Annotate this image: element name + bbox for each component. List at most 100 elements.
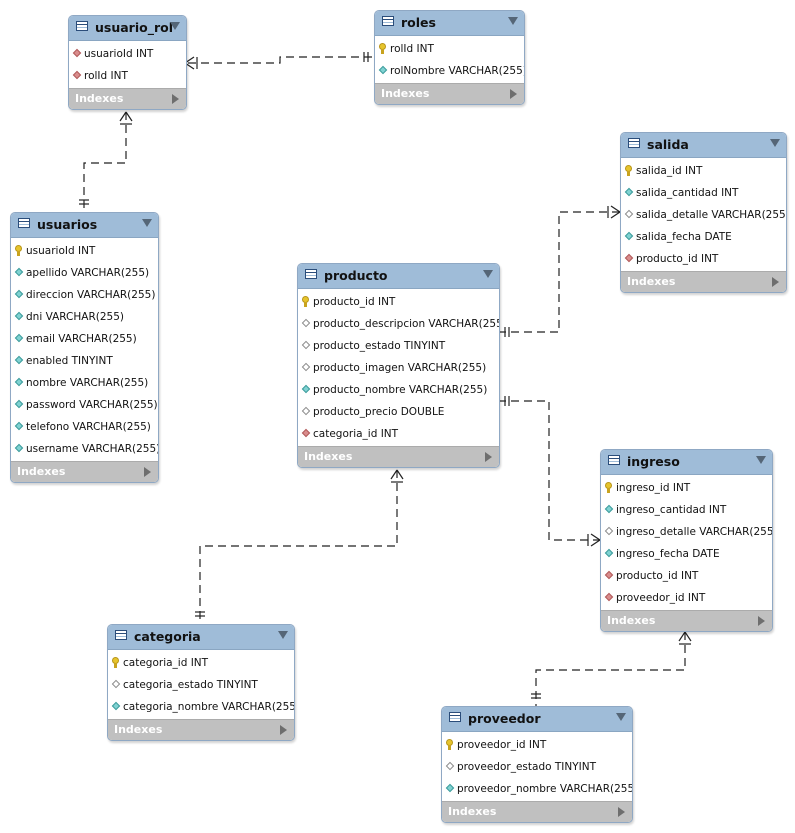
column-row[interactable]: username VARCHAR(255) <box>11 438 158 460</box>
not-null-column-icon <box>14 355 24 365</box>
column-label: salida_detalle VARCHAR(255) <box>636 209 787 221</box>
column-row[interactable]: usuarioId INT <box>69 43 186 65</box>
column-row[interactable]: producto_precio DOUBLE <box>298 401 499 423</box>
expand-arrow-icon[interactable] <box>510 89 517 99</box>
nullable-column-icon <box>604 526 614 536</box>
table-proveedor[interactable]: proveedor proveedor_id INT proveedor_est… <box>441 706 633 823</box>
indexes-footer[interactable]: Indexes <box>621 271 786 292</box>
table-header[interactable]: usuario_rol <box>69 16 186 41</box>
column-row[interactable]: producto_nombre VARCHAR(255) <box>298 379 499 401</box>
table-icon <box>115 630 127 640</box>
foreign-key-icon <box>72 48 82 58</box>
column-row[interactable]: rolNombre VARCHAR(255) <box>375 60 524 82</box>
column-row[interactable]: producto_id INT <box>621 248 786 270</box>
expand-arrow-icon[interactable] <box>772 277 779 287</box>
column-list: usuarioId INT rolId INT <box>69 41 186 88</box>
indexes-footer[interactable]: Indexes <box>442 801 632 822</box>
table-ingreso[interactable]: ingreso ingreso_id INT ingreso_cantidad … <box>600 449 773 632</box>
column-row[interactable]: ingreso_id INT <box>601 477 772 499</box>
table-producto[interactable]: producto producto_id INT producto_descri… <box>297 263 500 468</box>
table-header[interactable]: categoria <box>108 625 294 650</box>
column-row[interactable]: ingreso_fecha DATE <box>601 543 772 565</box>
column-row[interactable]: password VARCHAR(255) <box>11 394 158 416</box>
cardinality-one-usuarios <box>79 199 89 205</box>
column-row[interactable]: apellido VARCHAR(255) <box>11 262 158 284</box>
column-row[interactable]: salida_fecha DATE <box>621 226 786 248</box>
expand-arrow-icon[interactable] <box>280 725 287 735</box>
collapse-arrow-icon[interactable] <box>756 456 766 464</box>
column-row[interactable]: usuarioId INT <box>11 240 158 262</box>
not-null-column-icon <box>445 783 455 793</box>
column-row[interactable]: proveedor_id INT <box>601 587 772 609</box>
indexes-label: Indexes <box>627 275 676 288</box>
table-roles[interactable]: roles rolId INT rolNombre VARCHAR(255) I… <box>374 10 525 105</box>
column-label: salida_cantidad INT <box>636 187 739 199</box>
table-usuarios[interactable]: usuarios usuarioId INT apellido VARCHAR(… <box>10 212 159 483</box>
column-row[interactable]: producto_id INT <box>601 565 772 587</box>
collapse-arrow-icon[interactable] <box>770 139 780 147</box>
column-row[interactable]: dni VARCHAR(255) <box>11 306 158 328</box>
table-salida[interactable]: salida salida_id INT salida_cantidad INT… <box>620 132 787 293</box>
table-header[interactable]: ingreso <box>601 450 772 475</box>
collapse-arrow-icon[interactable] <box>170 22 180 30</box>
column-row[interactable]: email VARCHAR(255) <box>11 328 158 350</box>
column-row[interactable]: telefono VARCHAR(255) <box>11 416 158 438</box>
table-title: producto <box>324 268 388 283</box>
expand-arrow-icon[interactable] <box>758 616 765 626</box>
column-row[interactable]: ingreso_detalle VARCHAR(255) <box>601 521 772 543</box>
column-row[interactable]: salida_detalle VARCHAR(255) <box>621 204 786 226</box>
column-row[interactable]: salida_cantidad INT <box>621 182 786 204</box>
connector-proveedor-ingreso <box>535 632 686 706</box>
indexes-footer[interactable]: Indexes <box>298 446 499 467</box>
column-row[interactable]: producto_estado TINYINT <box>298 335 499 357</box>
expand-arrow-icon[interactable] <box>144 467 151 477</box>
collapse-arrow-icon[interactable] <box>142 219 152 227</box>
indexes-footer[interactable]: Indexes <box>11 461 158 482</box>
primary-key-icon <box>379 43 386 54</box>
table-header[interactable]: usuarios <box>11 213 158 238</box>
not-null-column-icon <box>14 399 24 409</box>
collapse-arrow-icon[interactable] <box>278 631 288 639</box>
column-row[interactable]: rolId INT <box>69 65 186 87</box>
expand-arrow-icon[interactable] <box>485 452 492 462</box>
column-row[interactable]: nombre VARCHAR(255) <box>11 372 158 394</box>
column-row[interactable]: producto_imagen VARCHAR(255) <box>298 357 499 379</box>
column-row[interactable]: categoria_id INT <box>108 652 294 674</box>
not-null-column-icon <box>14 443 24 453</box>
cardinality-many-ingreso-proveedor <box>678 631 692 645</box>
column-row[interactable]: proveedor_nombre VARCHAR(255) <box>442 778 632 800</box>
table-title: proveedor <box>468 711 541 726</box>
column-row[interactable]: producto_id INT <box>298 291 499 313</box>
column-row[interactable]: salida_id INT <box>621 160 786 182</box>
column-row[interactable]: producto_descripcion VARCHAR(255) <box>298 313 499 335</box>
collapse-arrow-icon[interactable] <box>508 17 518 25</box>
column-row[interactable]: categoria_estado TINYINT <box>108 674 294 696</box>
not-null-column-icon <box>301 384 311 394</box>
table-header[interactable]: producto <box>298 264 499 289</box>
collapse-arrow-icon[interactable] <box>616 713 626 721</box>
table-categoria[interactable]: categoria categoria_id INT categoria_est… <box>107 624 295 741</box>
nullable-column-icon <box>301 340 311 350</box>
table-header[interactable]: salida <box>621 133 786 158</box>
column-list: ingreso_id INT ingreso_cantidad INT ingr… <box>601 475 772 610</box>
column-row[interactable]: proveedor_id INT <box>442 734 632 756</box>
column-row[interactable]: categoria_id INT <box>298 423 499 445</box>
collapse-arrow-icon[interactable] <box>483 270 493 278</box>
indexes-footer[interactable]: Indexes <box>69 88 186 109</box>
expand-arrow-icon[interactable] <box>618 807 625 817</box>
column-row[interactable]: direccion VARCHAR(255) <box>11 284 158 306</box>
indexes-footer[interactable]: Indexes <box>108 719 294 740</box>
table-usuario-rol[interactable]: usuario_rol usuarioId INT rolId INT Inde… <box>68 15 187 110</box>
table-header[interactable]: roles <box>375 11 524 36</box>
column-row[interactable]: enabled TINYINT <box>11 350 158 372</box>
indexes-footer[interactable]: Indexes <box>601 610 772 631</box>
column-row[interactable]: rolId INT <box>375 38 524 60</box>
table-header[interactable]: proveedor <box>442 707 632 732</box>
column-row[interactable]: categoria_nombre VARCHAR(255) <box>108 696 294 718</box>
column-row[interactable]: proveedor_estado TINYINT <box>442 756 632 778</box>
cardinality-one-producto-ingreso <box>504 396 510 406</box>
indexes-footer[interactable]: Indexes <box>375 83 524 104</box>
column-row[interactable]: ingreso_cantidad INT <box>601 499 772 521</box>
expand-arrow-icon[interactable] <box>172 94 179 104</box>
indexes-label: Indexes <box>17 465 66 478</box>
